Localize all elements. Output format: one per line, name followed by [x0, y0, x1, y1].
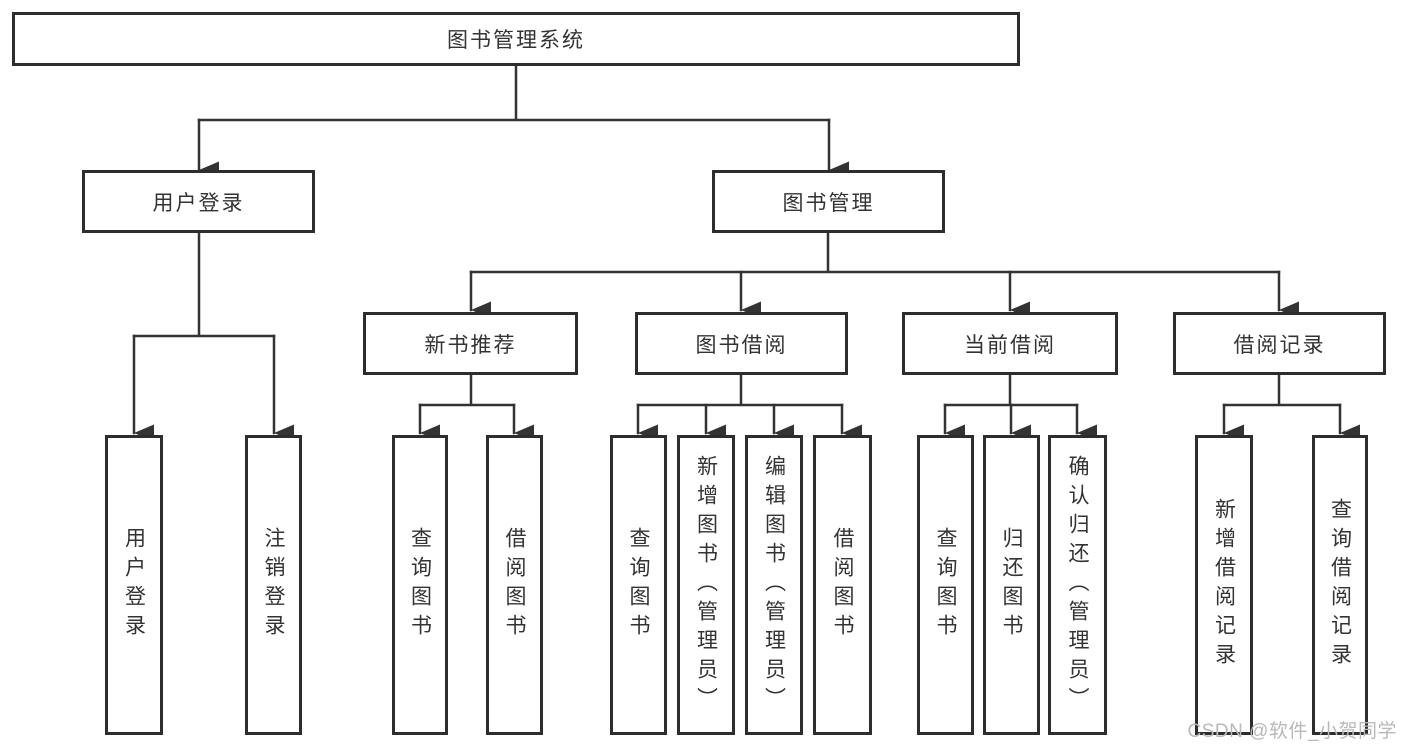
node-label: 编辑图书（管理员） [762, 454, 786, 716]
node-label: 查询图书 [408, 527, 432, 643]
node-label: 查询图书 [934, 527, 957, 643]
node-label: 借阅图书 [503, 527, 526, 643]
node-label: 图书管理 [782, 191, 875, 215]
node-book-management: 图书管理 [712, 170, 945, 233]
node-user-login: 用户登录 [82, 170, 315, 233]
node-label: 新增借阅记录 [1212, 498, 1236, 672]
node-label: 借阅记录 [1233, 333, 1326, 357]
leaf-add-borrow-record: 新增借阅记录 [1195, 435, 1253, 735]
leaf-add-books-admin: 新增图书（管理员） [677, 435, 735, 735]
leaf-user-login: 用户登录 [105, 435, 163, 735]
leaf-return-books: 归还图书 [983, 435, 1040, 735]
node-root: 图书管理系统 [12, 12, 1020, 66]
node-label: 查询借阅记录 [1328, 498, 1352, 672]
leaf-borrow-books-recommend: 借阅图书 [486, 435, 543, 735]
node-label: 注销登录 [262, 527, 285, 643]
watermark-text: CSDN @软件_小贺同学 [1187, 721, 1397, 742]
node-label: 图书管理系统 [447, 29, 585, 52]
node-label: 新增图书（管理员） [694, 454, 718, 716]
node-current-borrow: 当前借阅 [902, 312, 1118, 375]
leaf-query-books-recommend: 查询图书 [392, 435, 448, 735]
node-new-book-recommend: 新书推荐 [363, 312, 578, 375]
leaf-logout: 注销登录 [245, 435, 302, 735]
node-label: 当前借阅 [964, 333, 1056, 357]
node-label: 用户登录 [152, 191, 245, 215]
node-label: 查询图书 [627, 527, 650, 643]
leaf-query-borrow-record: 查询借阅记录 [1312, 435, 1368, 735]
node-book-borrow: 图书借阅 [635, 312, 848, 375]
node-label: 新书推荐 [424, 333, 517, 357]
node-label: 确认归还（管理员） [1066, 454, 1089, 716]
node-label: 借阅图书 [831, 527, 854, 643]
leaf-query-books-borrow: 查询图书 [610, 435, 667, 735]
leaf-edit-books-admin: 编辑图书（管理员） [745, 435, 803, 735]
node-label: 图书借阅 [695, 333, 788, 357]
node-borrow-records: 借阅记录 [1173, 312, 1386, 375]
node-label: 归还图书 [1000, 527, 1023, 643]
leaf-borrow-books: 借阅图书 [813, 435, 872, 735]
leaf-confirm-return-admin: 确认归还（管理员） [1048, 435, 1107, 735]
node-label: 用户登录 [122, 527, 146, 643]
leaf-query-books-current: 查询图书 [917, 435, 974, 735]
